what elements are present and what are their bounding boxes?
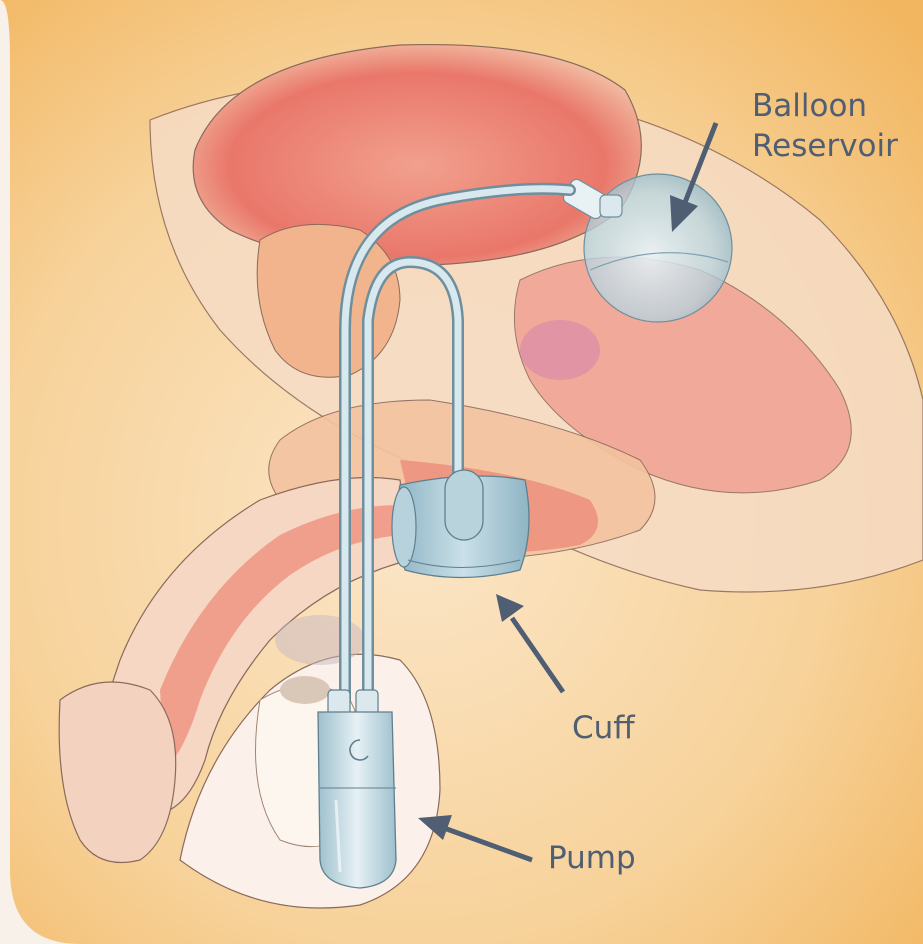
epididymis [280, 676, 330, 704]
prostate [257, 224, 400, 377]
cuff-device [392, 470, 529, 578]
rectum-inner [520, 320, 600, 380]
balloon-label-line2: Reservoir [752, 128, 898, 164]
pump-device [318, 690, 396, 888]
pump-label: Pump [548, 840, 636, 876]
scrotal-shadow [275, 615, 365, 665]
cuff-label: Cuff [572, 710, 635, 746]
balloon-label-line1: Balloon [752, 88, 867, 124]
